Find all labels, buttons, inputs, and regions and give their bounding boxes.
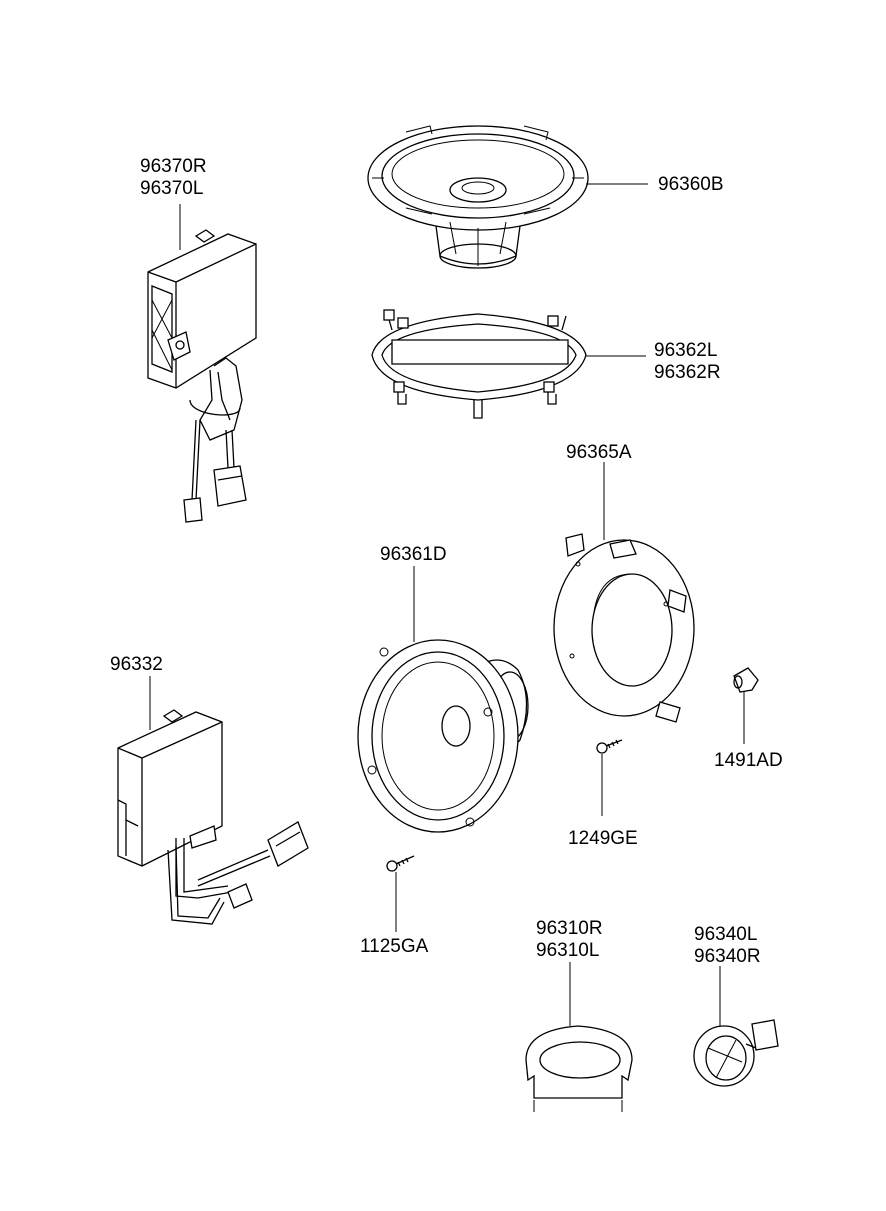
label-96361D: 96361D	[380, 544, 447, 565]
label-96365A: 96365A	[566, 442, 632, 463]
label-96340L: 96340L	[694, 924, 757, 945]
speaker-round[interactable]	[357, 639, 529, 833]
speaker-oval[interactable]	[367, 125, 589, 269]
label-96360B: 96360B	[658, 174, 724, 195]
label-96370R: 96370R	[140, 156, 207, 177]
amplifier-lower[interactable]	[117, 709, 309, 925]
bracket-oval[interactable]	[371, 309, 587, 419]
adapter-ring[interactable]	[553, 533, 695, 723]
label-1125GA: 1125GA	[360, 936, 429, 957]
label-1249GE: 1249GE	[568, 828, 638, 849]
tweeter[interactable]	[693, 1019, 779, 1087]
label-96310R: 96310R	[536, 918, 603, 939]
label-96362R: 96362R	[654, 362, 721, 383]
label-1491AD: 1491AD	[714, 750, 783, 771]
amplifier-upper[interactable]	[147, 229, 257, 523]
label-96332: 96332	[110, 654, 163, 675]
screw-speaker[interactable]	[386, 855, 415, 872]
label-96362L: 96362L	[654, 340, 717, 361]
clip[interactable]	[733, 667, 759, 693]
screw-ring[interactable]	[596, 739, 623, 754]
label-96310L: 96310L	[536, 940, 599, 961]
label-96340R: 96340R	[694, 946, 761, 967]
label-96370L: 96370L	[140, 178, 203, 199]
cover-grille[interactable]	[525, 1025, 633, 1112]
